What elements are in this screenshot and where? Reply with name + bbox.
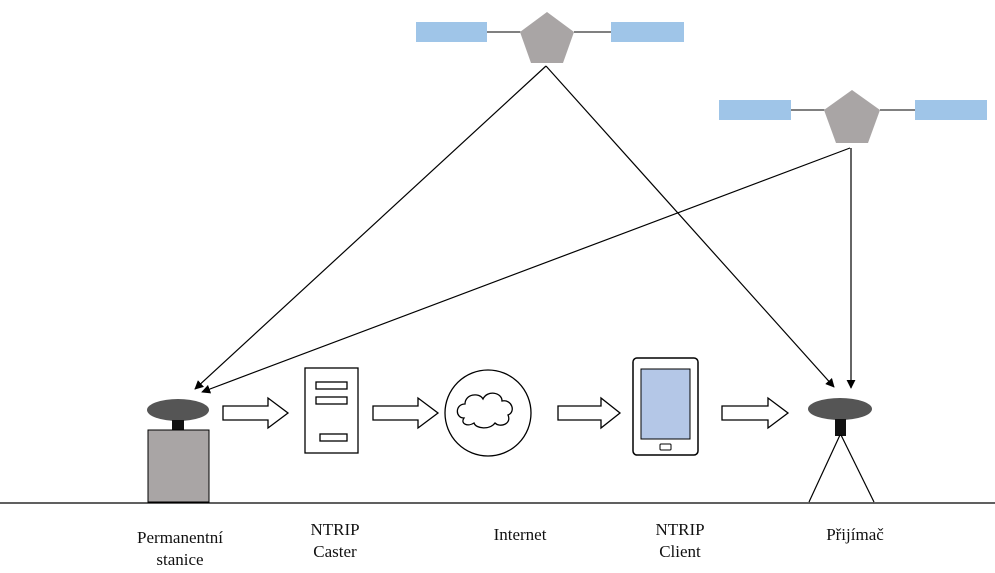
label-ntrip-caster: NTRIP Caster: [310, 520, 360, 561]
antenna: [147, 399, 209, 421]
antenna: [808, 398, 872, 420]
label-internet: Internet: [493, 525, 547, 544]
signal-lines: [194, 65, 856, 394]
label-receiver: Přijímač: [826, 525, 884, 544]
cloud-icon: [444, 369, 532, 457]
solar-panel-right: [611, 22, 684, 42]
tablet-screen: [640, 368, 691, 440]
flow-arrow-1: [222, 396, 290, 430]
flow-arrow-2: [372, 396, 440, 430]
flow-arrow-4: [721, 396, 790, 430]
signal-sat1-to-receiver: [545, 65, 835, 388]
satellite-body: [520, 12, 574, 63]
signal-sat2-to-station: [201, 147, 851, 394]
server-icon: [304, 367, 359, 454]
solar-panel-right: [915, 100, 987, 120]
flow-arrows: [222, 396, 790, 430]
base-station-icon: [147, 399, 210, 503]
signal-sat1-to-station: [194, 65, 547, 390]
rover-receiver-icon: [808, 398, 875, 503]
station-body: [147, 429, 210, 503]
label-permanent-station: Permanentní stanice: [137, 528, 223, 569]
satellite-icon-1: [416, 12, 684, 63]
label-ntrip-client: NTRIP Client: [655, 520, 705, 561]
flow-arrow-3: [557, 396, 622, 430]
satellite-icon-2: [719, 90, 987, 143]
solar-panel-left: [719, 100, 791, 120]
tablet-icon: [632, 357, 699, 456]
tablet-home-button: [659, 443, 672, 451]
satellite-body: [824, 90, 880, 143]
solar-panel-left: [416, 22, 487, 42]
